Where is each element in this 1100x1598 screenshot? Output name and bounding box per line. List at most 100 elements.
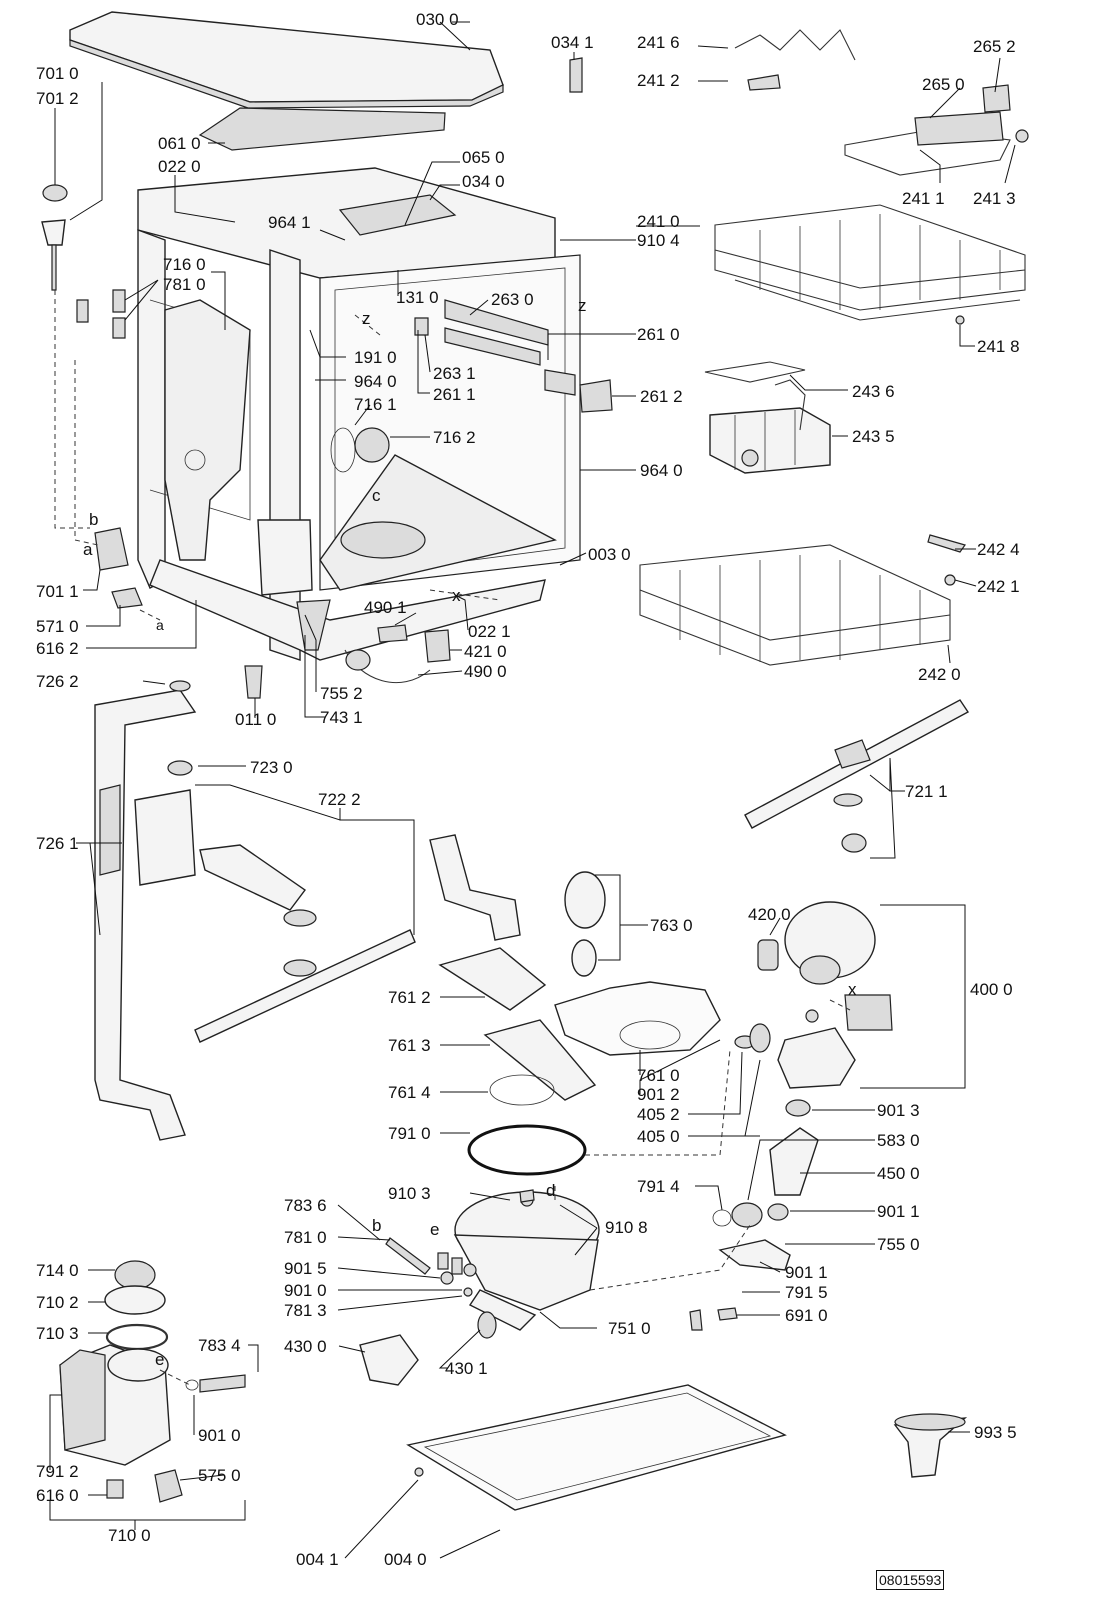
label-242-1: 242 1 bbox=[977, 577, 1020, 596]
label-716-2: 716 2 bbox=[433, 428, 476, 447]
label-691-0: 691 0 bbox=[785, 1306, 828, 1325]
part-water-softener bbox=[59, 1260, 246, 1503]
label-993-5: 993 5 bbox=[974, 1423, 1017, 1442]
label-714-0: 714 0 bbox=[36, 1261, 79, 1280]
label-791-0: 791 0 bbox=[388, 1124, 431, 1143]
label-430-0: 430 0 bbox=[284, 1337, 327, 1356]
label-716-0: 716 0 bbox=[163, 255, 206, 274]
label-420-0: 420 0 bbox=[748, 905, 791, 924]
label-743-1: 743 1 bbox=[320, 708, 363, 727]
part-heater-hose bbox=[689, 1127, 819, 1331]
connector-letter-a: a bbox=[83, 540, 93, 559]
part-upper-basket bbox=[569, 29, 1029, 325]
label-726-2: 726 2 bbox=[36, 672, 79, 691]
label-781-3: 781 3 bbox=[284, 1301, 327, 1320]
label-022-1: 022 1 bbox=[468, 622, 511, 641]
part-sump bbox=[453, 1124, 600, 1331]
label-034-1: 034 1 bbox=[551, 33, 594, 52]
part-base-tray bbox=[406, 1384, 787, 1511]
label-191-0: 191 0 bbox=[354, 348, 397, 367]
label-763-0: 763 0 bbox=[650, 916, 693, 935]
label-421-0: 421 0 bbox=[464, 642, 507, 661]
label-783-6: 783 6 bbox=[284, 1196, 327, 1215]
label-400-0: 400 0 bbox=[970, 980, 1013, 999]
label-910-4: 910 4 bbox=[637, 231, 680, 250]
label-263-0: 263 0 bbox=[491, 290, 534, 309]
label-901-3: 901 3 bbox=[877, 1101, 920, 1120]
label-030-0: 030 0 bbox=[416, 10, 459, 29]
label-901-1b: 901 1 bbox=[785, 1263, 828, 1282]
label-034-0: 034 0 bbox=[462, 172, 505, 191]
label-791-2: 791 2 bbox=[36, 1462, 79, 1481]
label-710-0: 710 0 bbox=[108, 1526, 151, 1545]
connector-letter-x2: x bbox=[848, 980, 857, 999]
leader-lines bbox=[49, 21, 1016, 1559]
label-241-1: 241 1 bbox=[902, 189, 945, 208]
label-701-1: 701 1 bbox=[36, 582, 79, 601]
label-583-0: 583 0 bbox=[877, 1131, 920, 1150]
label-243-5: 243 5 bbox=[852, 427, 895, 446]
label-241-6: 241 6 bbox=[637, 33, 680, 52]
label-901-0b: 901 0 bbox=[198, 1426, 241, 1445]
part-top-cover bbox=[69, 11, 504, 109]
label-901-2: 901 2 bbox=[637, 1085, 680, 1104]
label-761-3: 761 3 bbox=[388, 1036, 431, 1055]
label-261-2: 261 2 bbox=[640, 387, 683, 406]
part-circulation-pump bbox=[734, 901, 893, 1117]
label-781-0b: 781 0 bbox=[284, 1228, 327, 1247]
label-616-0: 616 0 bbox=[36, 1486, 79, 1505]
connector-letter-x: x bbox=[452, 586, 461, 605]
label-241-3: 241 3 bbox=[973, 189, 1016, 208]
connector-letter-z2: z bbox=[578, 296, 587, 315]
label-781-0a: 781 0 bbox=[163, 275, 206, 294]
label-701-0: 701 0 bbox=[36, 64, 79, 83]
document-number: 08015593 bbox=[876, 1570, 945, 1590]
label-755-2: 755 2 bbox=[320, 684, 363, 703]
part-small-fittings bbox=[41, 184, 535, 1203]
part-filter-assembly bbox=[429, 834, 721, 1106]
label-701-2: 701 2 bbox=[36, 89, 79, 108]
label-710-3: 710 3 bbox=[36, 1324, 79, 1343]
label-964-0a: 964 0 bbox=[354, 372, 397, 391]
part-water-duct-726 bbox=[94, 680, 197, 1141]
label-791-5: 791 5 bbox=[785, 1283, 828, 1302]
label-242-0: 242 0 bbox=[918, 665, 961, 684]
connector-letter-a2: a bbox=[156, 617, 164, 633]
label-241-2: 241 2 bbox=[637, 71, 680, 90]
label-761-4: 761 4 bbox=[388, 1083, 431, 1102]
label-261-1: 261 1 bbox=[433, 385, 476, 404]
label-901-5: 901 5 bbox=[284, 1259, 327, 1278]
label-243-6: 243 6 bbox=[852, 382, 895, 401]
label-242-4: 242 4 bbox=[977, 540, 1020, 559]
label-263-1: 263 1 bbox=[433, 364, 476, 383]
label-003-0: 003 0 bbox=[588, 545, 631, 564]
part-hoses-783 bbox=[385, 1237, 477, 1297]
label-490-0: 490 0 bbox=[464, 662, 507, 681]
label-783-4: 783 4 bbox=[198, 1336, 241, 1355]
label-575-0: 575 0 bbox=[198, 1466, 241, 1485]
label-751-0: 751 0 bbox=[608, 1319, 651, 1338]
label-004-1: 004 1 bbox=[296, 1550, 339, 1569]
label-405-2: 405 2 bbox=[637, 1105, 680, 1124]
label-450-0: 450 0 bbox=[877, 1164, 920, 1183]
connector-letter-b2: b bbox=[372, 1216, 382, 1235]
label-004-0: 004 0 bbox=[384, 1550, 427, 1569]
label-910-8: 910 8 bbox=[605, 1218, 648, 1237]
label-022-0: 022 0 bbox=[158, 157, 201, 176]
label-721-1: 721 1 bbox=[905, 782, 948, 801]
part-insulation-061 bbox=[198, 107, 446, 151]
part-lower-spray-arm bbox=[134, 760, 416, 1043]
label-761-2: 761 2 bbox=[388, 988, 431, 1007]
label-964-1a: 964 1 bbox=[268, 213, 311, 232]
label-901-1a: 901 1 bbox=[877, 1202, 920, 1221]
label-964-0b: 964 0 bbox=[640, 461, 683, 480]
part-lower-basket bbox=[639, 534, 966, 666]
label-490-1: 490 1 bbox=[364, 598, 407, 617]
label-616-2: 616 2 bbox=[36, 639, 79, 658]
label-571-0: 571 0 bbox=[36, 617, 79, 636]
label-722-2: 722 2 bbox=[318, 790, 361, 809]
part-salt-funnel bbox=[893, 1413, 968, 1478]
connector-letter-z: z bbox=[362, 309, 371, 328]
label-405-0: 405 0 bbox=[637, 1127, 680, 1146]
label-065-0: 065 0 bbox=[462, 148, 505, 167]
